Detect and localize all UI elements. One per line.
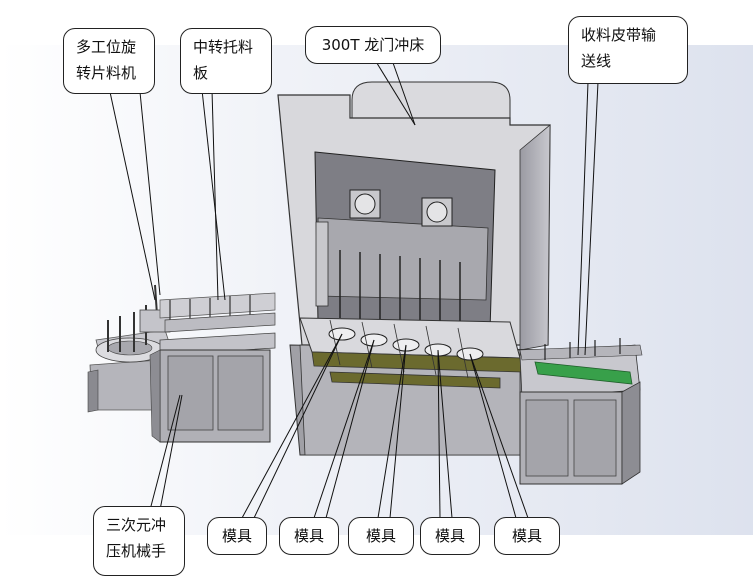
label-die-1: 模具 xyxy=(207,517,267,555)
label-die-3: 模具 xyxy=(348,517,414,555)
leader-lines xyxy=(109,59,599,519)
label-die-4: 模具 xyxy=(420,517,480,555)
label-conveyor: 收料皮带输 送线 xyxy=(568,16,688,84)
label-rotary-loader: 多工位旋 转片料机 xyxy=(63,28,155,94)
robot-cabinet xyxy=(149,292,276,443)
label-robot: 三次元冲 压机械手 xyxy=(93,506,185,576)
gantry-press xyxy=(277,81,551,456)
label-die-2: 模具 xyxy=(279,517,339,555)
label-transfer-plate: 中转托料 板 xyxy=(180,28,272,94)
rotary-loader-unit xyxy=(87,284,171,413)
label-gantry-press: 300T 龙门冲床 xyxy=(305,26,441,64)
label-die-5: 模具 xyxy=(494,517,560,555)
conveyor-cabinet xyxy=(519,338,643,485)
